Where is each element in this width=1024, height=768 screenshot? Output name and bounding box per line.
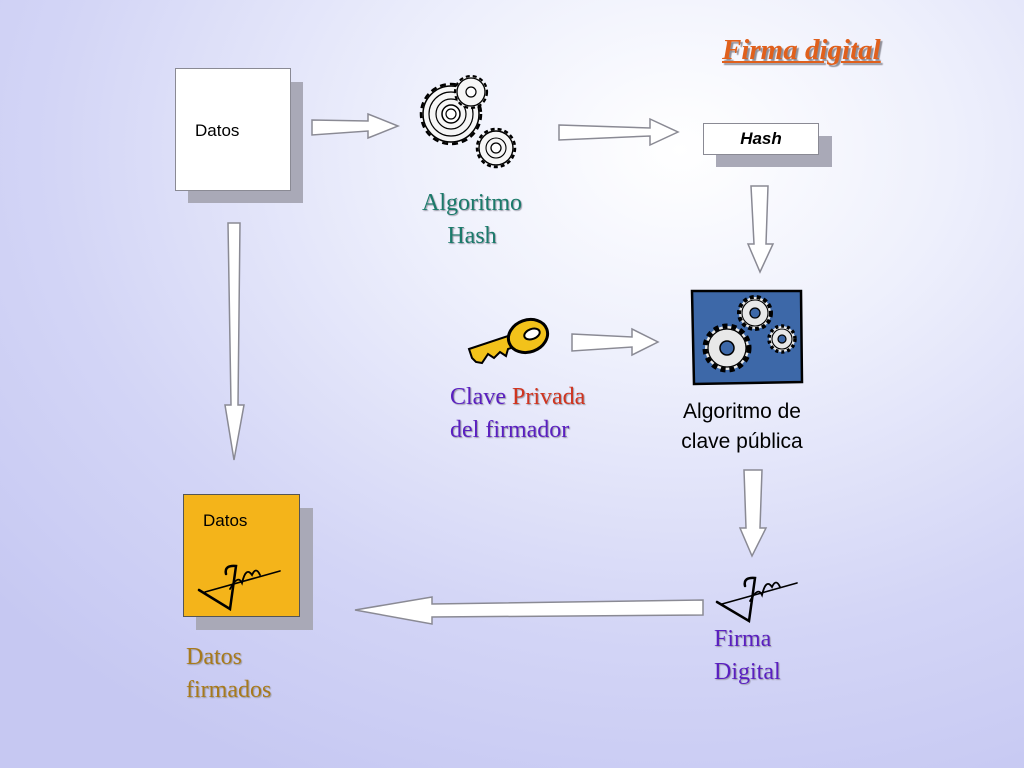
digital-signature-icon (715, 576, 798, 624)
signed-document-signature-icon (197, 564, 281, 612)
digital-signature-label-line2: Digital (714, 659, 781, 685)
pk-algorithm-label: Algoritmo de clave pública (652, 397, 832, 457)
hash-algorithm-label-line2: Hash (447, 223, 497, 249)
digital-signature-label-line1: Firma (714, 626, 772, 652)
signed-data-label-line2: firmados (186, 677, 272, 703)
signed-document: Datos (183, 494, 300, 617)
digital-signature-label: Firma Digital (714, 623, 781, 689)
pk-algorithm-label-line2: clave pública (681, 430, 803, 453)
signed-data-label-line1: Datos (186, 644, 242, 670)
arrow-hash-algorithm-to-hash (558, 117, 680, 147)
arrow-pk-algorithm-to-signature (738, 469, 768, 558)
datos-document-label: Datos (195, 121, 240, 140)
private-key-label-privada: Privada (511, 384, 586, 410)
hash-algorithm-gears-icon (419, 74, 517, 169)
arrow-datos-to-signed-document (224, 222, 245, 461)
arrow-signature-to-signed-document (354, 596, 704, 625)
hash-algorithm-label: Algoritmo Hash (408, 187, 536, 253)
hash-box-label: Hash (740, 129, 782, 148)
hash-algorithm-label-line1: Algoritmo (422, 190, 522, 216)
slide-title: Firma digital (722, 34, 881, 66)
arrow-hash-to-pk-algorithm (746, 185, 775, 274)
private-key-label-clave: Clave (450, 384, 506, 410)
private-key-label-line2: del firmador (450, 417, 570, 443)
pk-algorithm-label-line1: Algoritmo de (683, 400, 801, 423)
signed-data-label: Datos firmados (186, 641, 271, 707)
private-key-label: Clave Privada del firmador (450, 381, 585, 447)
private-key-icon (467, 317, 550, 365)
datos-document: Datos (175, 68, 291, 191)
pk-algorithm-gears-icon (690, 289, 804, 386)
hash-box: Hash (703, 123, 819, 155)
signed-document-label: Datos (203, 511, 248, 530)
arrow-key-to-pk-algorithm (571, 327, 660, 357)
arrow-datos-to-hash-algorithm (311, 112, 401, 140)
